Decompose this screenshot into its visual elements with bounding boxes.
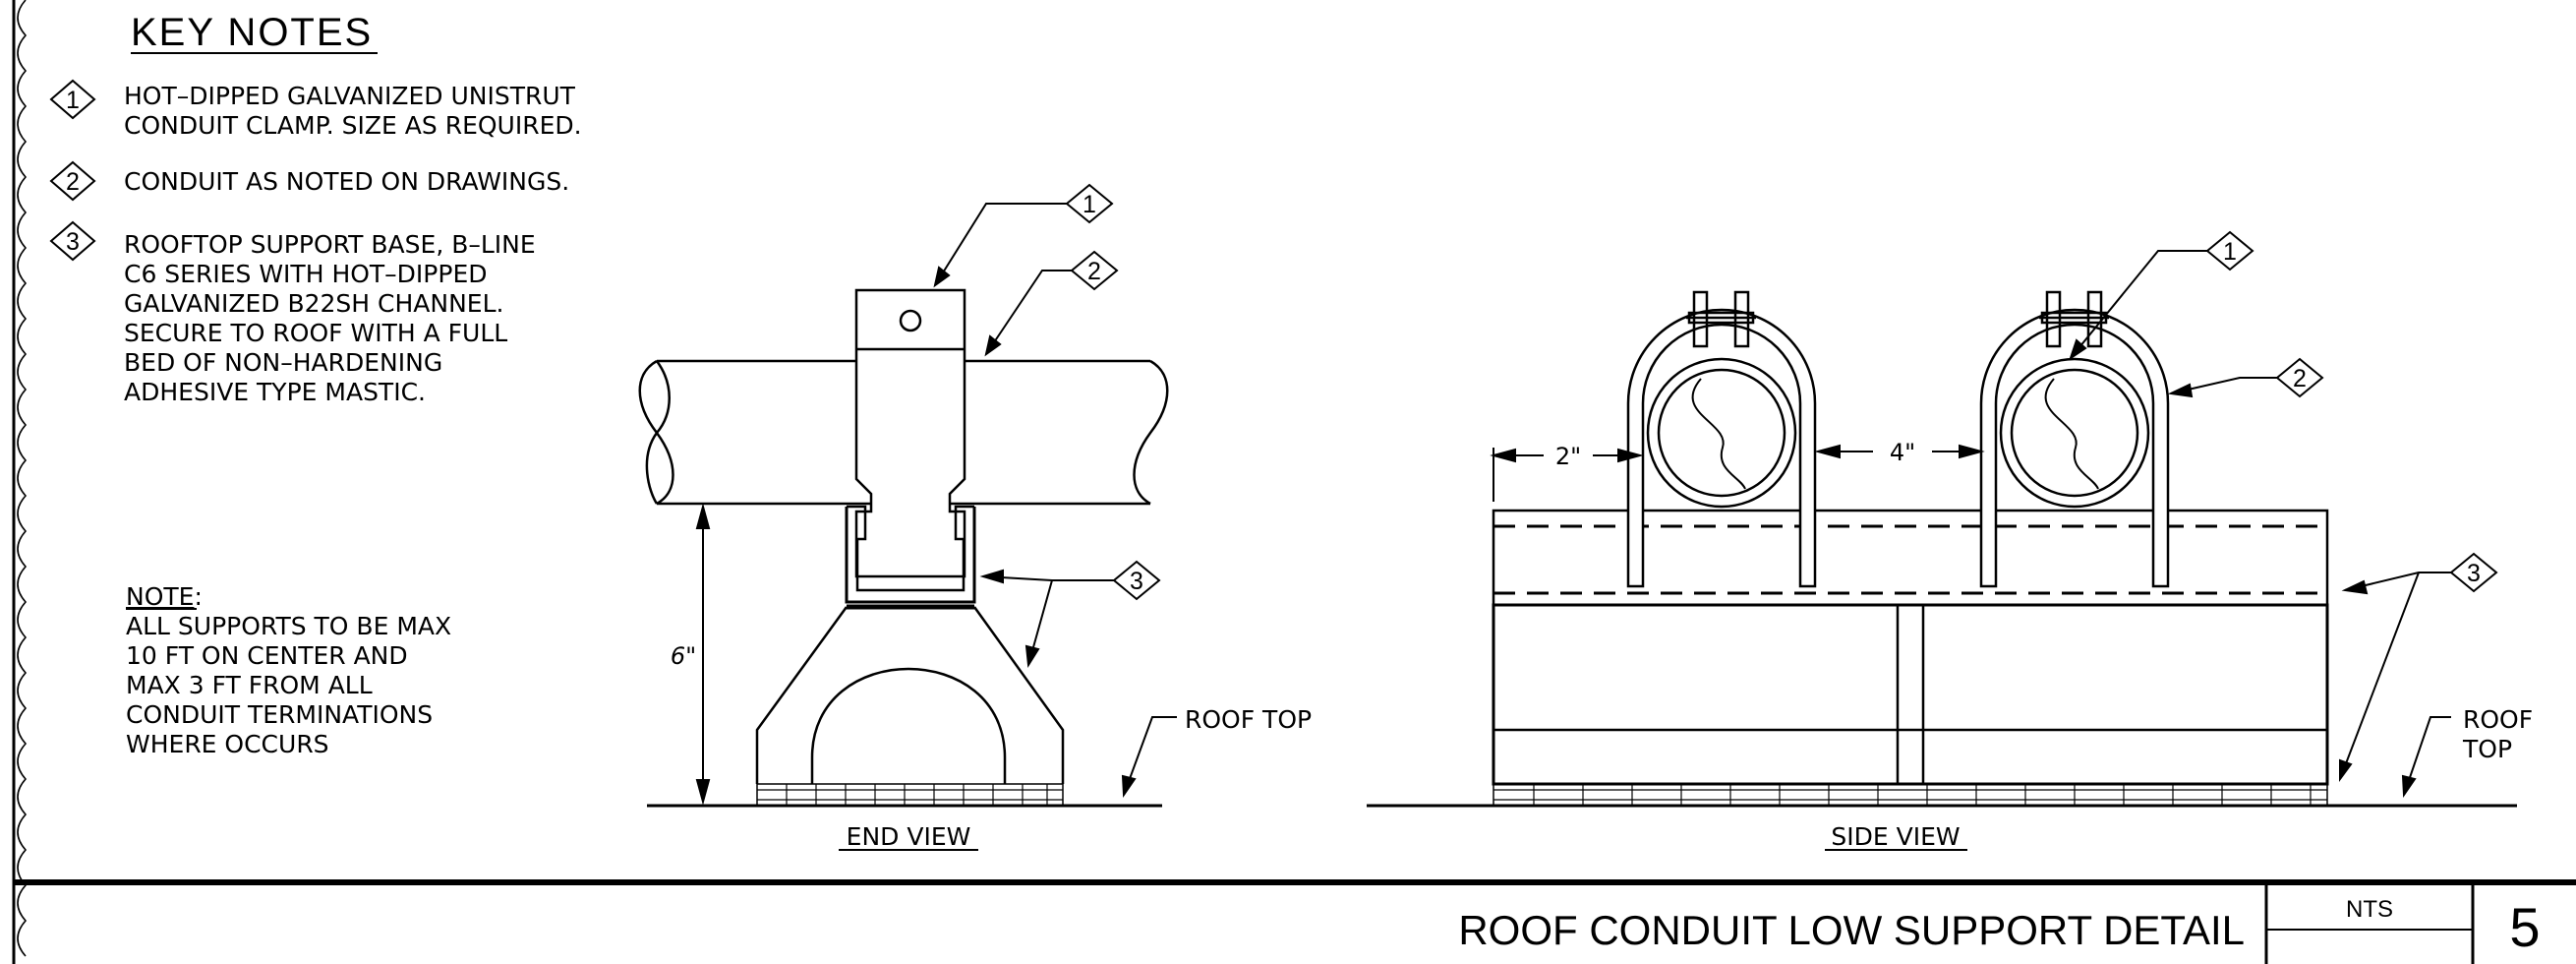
side-view-leader-1 [2069, 250, 2207, 361]
key-note-3-line-3: GALVANIZED B22SH CHANNEL. [124, 289, 503, 318]
end-view-roof-top-label: ROOF TOP [1185, 705, 1312, 734]
side-view-tag-2: 2 [2275, 357, 2324, 398]
side-view-clamp-2 [1979, 290, 2170, 588]
note-line-2: 10 FT ON CENTER AND [126, 641, 408, 670]
note-tag-2: 2 [49, 160, 96, 202]
key-note-2-line-1: CONDUIT AS NOTED ON DRAWINGS. [124, 167, 569, 196]
side-view-channel [1492, 509, 2329, 607]
svg-text:3: 3 [2467, 560, 2481, 587]
svg-text:3: 3 [66, 228, 80, 256]
general-note: NOTE: ALL SUPPORTS TO BE MAX 10 FT ON CE… [126, 582, 451, 758]
end-view-height-label: 6" [671, 642, 696, 670]
key-note-3-line-6: ADHESIVE TYPE MASTIC. [124, 378, 426, 406]
end-view-leader-3 [979, 569, 1114, 668]
side-view-label: SIDE VIEW [1831, 822, 1960, 851]
side-view [1367, 250, 2517, 808]
side-view-tag-1: 1 [2205, 230, 2254, 271]
side-view-roof-label-line-1: ROOF [2463, 705, 2533, 734]
svg-text:1: 1 [2223, 238, 2237, 266]
side-view-leader-3 [2339, 572, 2451, 783]
side-view-edge-dimension-label: 2" [1555, 443, 1581, 470]
side-view-between-dimension-label: 4" [1890, 439, 1915, 466]
key-notes-title: KEY NOTES [131, 11, 373, 54]
end-view-tag-3: 3 [1112, 560, 1161, 601]
side-view-dimension-between [1814, 444, 1985, 459]
end-view-roof-leader [1121, 716, 1177, 798]
note-line-1: ALL SUPPORTS TO BE MAX [126, 612, 451, 640]
end-view-tag-2: 2 [1070, 250, 1119, 291]
key-note-1: 1 HOT–DIPPED GALVANIZED UNISTRUT CONDUIT… [49, 79, 582, 140]
side-view-support-base [1492, 603, 2329, 807]
note-tag-3: 3 [49, 220, 96, 262]
side-view-roof-label-line-2: TOP [2462, 735, 2512, 763]
end-view-label: END VIEW [847, 822, 971, 851]
end-view-support-base [755, 606, 1065, 807]
side-view-tag-3: 3 [2449, 552, 2498, 593]
note-line-5: WHERE OCCURS [126, 730, 329, 758]
side-view-base-pad [1493, 784, 2327, 806]
note-tag-1: 1 [49, 79, 96, 120]
svg-text:2: 2 [66, 168, 80, 196]
detail-title: ROOF CONDUIT LOW SUPPORT DETAIL [1458, 907, 2245, 953]
side-view-conduit-1 [1646, 357, 1797, 509]
key-note-3-line-5: BED OF NON–HARDENING [124, 348, 442, 377]
key-note-3-line-1: ROOFTOP SUPPORT BASE, B–LINE [124, 230, 536, 259]
note-line-3: MAX 3 FT FROM ALL [126, 671, 373, 699]
svg-text:3: 3 [1130, 568, 1143, 595]
side-view-roof-leader [2401, 716, 2451, 798]
note-label: NOTE: [126, 582, 203, 611]
end-view-clamp [854, 288, 966, 578]
sheet-border [12, 0, 2576, 964]
key-note-1-line-1: HOT–DIPPED GALVANIZED UNISTRUT [124, 82, 576, 110]
note-line-4: CONDUIT TERMINATIONS [126, 700, 433, 729]
svg-text:1: 1 [1083, 191, 1096, 218]
end-view [638, 203, 1177, 808]
key-note-1-line-2: CONDUIT CLAMP. SIZE AS REQUIRED. [124, 111, 582, 140]
end-view-base-pad [757, 784, 1063, 806]
end-view-height-dimension [695, 503, 711, 806]
end-view-tag-1: 1 [1065, 183, 1114, 224]
svg-text:2: 2 [2293, 365, 2307, 392]
end-view-channel [845, 505, 976, 610]
side-view-conduit-2 [1999, 357, 2150, 509]
scale-label: NTS [2346, 896, 2393, 923]
key-note-3-line-2: C6 SERIES WITH HOT–DIPPED [124, 260, 488, 288]
key-note-2: 2 CONDUIT AS NOTED ON DRAWINGS. [49, 160, 569, 202]
revision-cloud-edge [17, 0, 28, 957]
end-view-leader-2 [984, 270, 1072, 357]
key-note-3-line-4: SECURE TO ROOF WITH A FULL [124, 319, 507, 347]
side-view-dimension-edge [1490, 448, 1644, 502]
svg-text:1: 1 [66, 87, 80, 114]
svg-text:2: 2 [1087, 258, 1101, 285]
key-note-3: 3 ROOFTOP SUPPORT BASE, B–LINE C6 SERIES… [49, 220, 536, 406]
side-view-leader-2 [2167, 377, 2277, 398]
end-view-leader-1 [933, 203, 1067, 288]
side-view-clamp-1 [1626, 290, 1817, 588]
detail-number: 5 [2509, 896, 2540, 958]
